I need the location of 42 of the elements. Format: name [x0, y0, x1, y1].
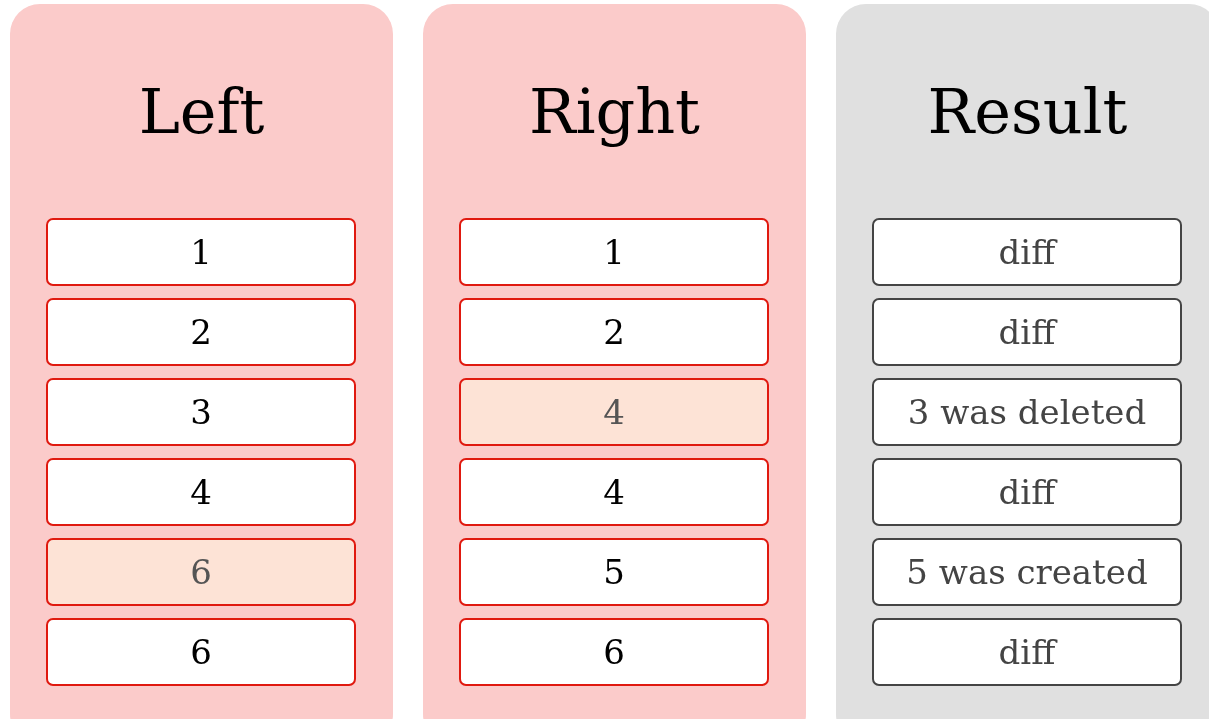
- column-panel: [10, 4, 393, 719]
- row-text: 3 was deleted: [907, 392, 1147, 432]
- row-text: 1: [603, 232, 625, 272]
- row-box: [459, 218, 769, 286]
- row-text: 6: [190, 632, 212, 672]
- row-box: [872, 378, 1182, 446]
- row-text: 4: [603, 472, 625, 512]
- row-box: [872, 298, 1182, 366]
- row-box: [46, 218, 356, 286]
- row-box: [872, 618, 1182, 686]
- row-box: [872, 458, 1182, 526]
- row-box: [46, 458, 356, 526]
- column-heading: Left: [137, 74, 266, 150]
- row-text: 4: [190, 472, 212, 512]
- column-heading: Result: [926, 74, 1129, 150]
- row-text: diff: [998, 232, 1056, 272]
- row-box: [459, 298, 769, 366]
- column-heading: Right: [527, 74, 701, 150]
- column-panel: [423, 4, 806, 719]
- row-text: 6: [603, 632, 625, 672]
- row-box: [459, 458, 769, 526]
- row-box: [46, 618, 356, 686]
- row-box: [459, 618, 769, 686]
- row-text: diff: [998, 312, 1056, 352]
- row-box: [46, 378, 356, 446]
- row-text: diff: [998, 472, 1056, 512]
- highlighted-row-box: [46, 538, 356, 606]
- row-box: [872, 218, 1182, 286]
- column-panel: [836, 4, 1209, 719]
- row-text: 2: [190, 312, 212, 352]
- row-text: 3: [190, 392, 212, 432]
- row-text: 4: [603, 392, 625, 432]
- row-box: [459, 538, 769, 606]
- highlighted-row-box: [459, 378, 769, 446]
- row-text: 6: [190, 552, 212, 592]
- row-text: 5: [603, 552, 625, 592]
- row-text: diff: [998, 632, 1056, 672]
- row-text: 1: [190, 232, 212, 272]
- row-text: 5 was created: [906, 552, 1148, 592]
- row-text: 2: [603, 312, 625, 352]
- row-box: [872, 538, 1182, 606]
- row-box: [46, 298, 356, 366]
